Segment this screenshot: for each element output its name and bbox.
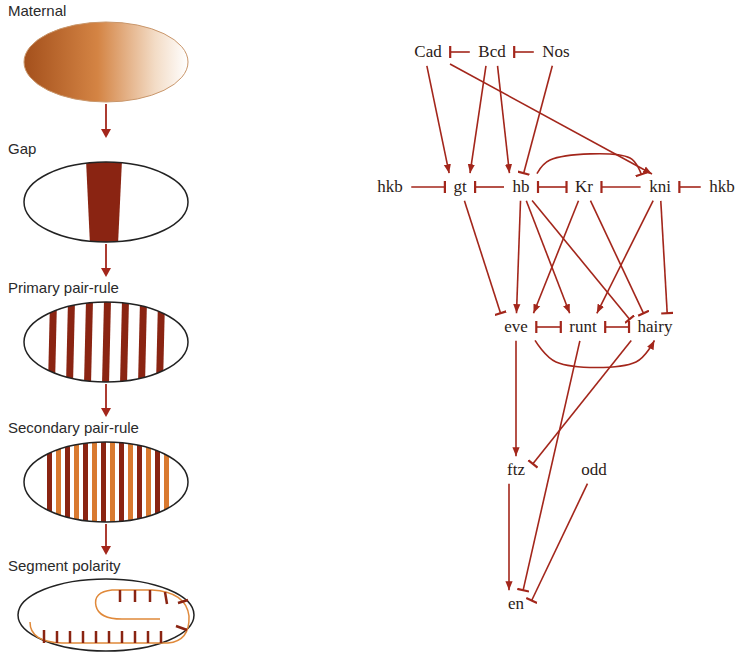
gene-label: odd [574,458,614,483]
secondary-stripes [47,440,169,525]
gene-name: hkb [709,178,735,197]
gene-name: odd [581,461,607,480]
inhibition-connector [450,51,470,53]
stage-label: Maternal [8,2,66,20]
inhibition-connector [475,186,504,188]
activation-connector [597,201,653,314]
gene-name: Cad [414,43,441,62]
gap-band [86,160,122,245]
segment-stripes [44,590,188,643]
inhibition-connector [537,154,641,175]
stage-label: Primary pair-rule [8,279,119,297]
inhibition-connector [532,201,629,320]
gene-label: hkb [702,175,742,200]
embryo-primary [24,302,188,382]
inhibition-connector [533,341,631,464]
gene-label: Bcd [471,40,512,65]
gene-label: ftz [500,458,532,483]
gene-label: gt [446,175,473,200]
germ-band-outline [30,590,189,643]
activation-connector [515,341,517,456]
gene-name: ftz [507,461,525,480]
gene-name: Kr [575,178,593,197]
gene-name: Bcd [478,43,505,62]
gene-label: Kr [568,175,600,200]
activation-connector [508,484,510,590]
inhibition-connector [679,186,700,188]
gene-name: hairy [638,318,673,337]
gene-name: runt [569,318,596,337]
inhibition-connector [524,66,553,173]
stage-label: Gap [8,140,36,158]
gene-label: hairy [631,315,680,340]
gene-name: eve [504,318,528,337]
inhibition-connector [514,51,534,53]
activation-connector [516,201,520,313]
gene-label: Cad [407,40,448,65]
activation-connector [427,66,449,173]
activation-connector [533,201,578,314]
activation-connector [526,201,569,314]
activation-connector [535,340,654,367]
pair-rule-stripes [48,300,165,385]
embryo-segment [18,579,194,651]
gene-label: eve [497,315,535,340]
stage-label: Segment polarity [8,557,121,575]
gene-name: Nos [542,43,569,62]
inhibition-connector [590,201,643,314]
gene-label: hb [506,175,537,200]
inhibition-connector [538,186,567,188]
gene-name: gt [453,178,466,197]
inhibition-connector [605,326,629,328]
gene-name: en [508,595,524,614]
gene-name: kni [649,178,671,197]
stage-arrows [101,104,111,555]
inhibition-connector [411,186,445,188]
activation-connector [450,64,652,174]
embryo-gap [24,162,188,242]
gene-name: hb [513,178,530,197]
gene-label: en [501,592,531,617]
embryo-maternal [24,22,188,102]
inhibition-connector [536,326,561,328]
inhibition-connector [661,201,667,313]
gene-label: kni [642,175,678,200]
stage-label: Secondary pair-rule [8,419,139,437]
inhibition-connector [523,341,580,590]
gene-name: hkb [377,178,403,197]
gene-label: runt [562,315,603,340]
inhibition-connector [464,201,500,313]
embryo-secondary [24,442,188,522]
gene-label: Nos [535,40,576,65]
inhibition-connector [601,186,640,188]
activation-connector [470,66,486,173]
gene-label: hkb [370,175,410,200]
activation-connector [498,66,510,173]
inhibition-connector [532,484,588,601]
